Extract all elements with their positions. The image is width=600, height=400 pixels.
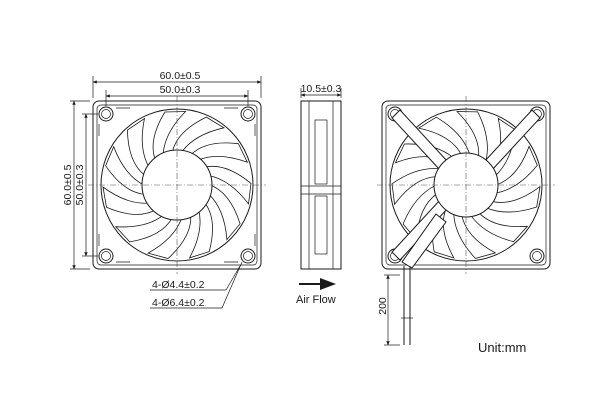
front-width-dimensions xyxy=(92,76,262,106)
side-thickness-label: 10.5±0.3 xyxy=(301,83,342,95)
fan-blade xyxy=(171,116,225,153)
lead-wires xyxy=(401,266,413,345)
side-hub-bottom xyxy=(314,195,328,255)
fan-blade xyxy=(208,184,241,241)
fan-blade xyxy=(456,111,488,163)
back-view: 200 xyxy=(377,96,555,346)
fan-blade xyxy=(485,185,541,213)
hole-small-callout: 4-Ø4.4±0.2 xyxy=(152,279,205,291)
front-width-holes-label: 50.0±0.3 xyxy=(160,84,201,96)
fan-blade xyxy=(469,211,529,243)
fan-blade xyxy=(402,184,438,241)
lead-length-dimension xyxy=(384,274,400,346)
front-width-outer-label: 60.0±0.5 xyxy=(160,70,201,82)
airflow-arrow xyxy=(299,278,336,290)
unit-label: Unit:mm xyxy=(478,340,526,355)
airflow-label: Air Flow xyxy=(296,294,336,306)
fan-blade xyxy=(152,111,187,161)
side-outline xyxy=(300,100,342,270)
fan-blade xyxy=(188,202,213,259)
front-corner-ribs xyxy=(98,107,256,263)
fan-blade xyxy=(126,117,150,177)
front-height-holes-label: 50.0±0.3 xyxy=(74,164,86,205)
fan-blade xyxy=(190,142,249,164)
fan-blade xyxy=(105,145,146,195)
fan-blade xyxy=(204,166,252,205)
hole-callout-leaders xyxy=(150,261,243,309)
fan-blade xyxy=(147,214,192,259)
fan-blade xyxy=(102,186,157,215)
fan-blade xyxy=(114,214,173,243)
side-view: 10.5±0.3 Air Flow xyxy=(296,83,342,306)
fan-blade xyxy=(391,168,442,206)
front-height-outer-label: 60.0±0.5 xyxy=(62,164,74,205)
front-blades xyxy=(102,111,252,259)
fan-blade xyxy=(453,211,497,259)
front-height-dimensions xyxy=(70,100,98,270)
back-blades xyxy=(391,111,541,259)
back-struts xyxy=(391,109,541,269)
front-view: 60.0±0.5 50.0±0.3 60.0±0.5 50.0±0.3 4-Ø4… xyxy=(62,70,266,309)
hole-large-callout: 4-Ø6.4±0.2 xyxy=(152,297,205,309)
fan-blade xyxy=(417,116,471,156)
fan-blade xyxy=(494,145,538,194)
side-thickness-dimension xyxy=(300,88,342,98)
side-hub-top xyxy=(314,119,328,185)
front-mounting-holes xyxy=(98,106,256,264)
lead-length-label: 200 xyxy=(377,297,389,315)
